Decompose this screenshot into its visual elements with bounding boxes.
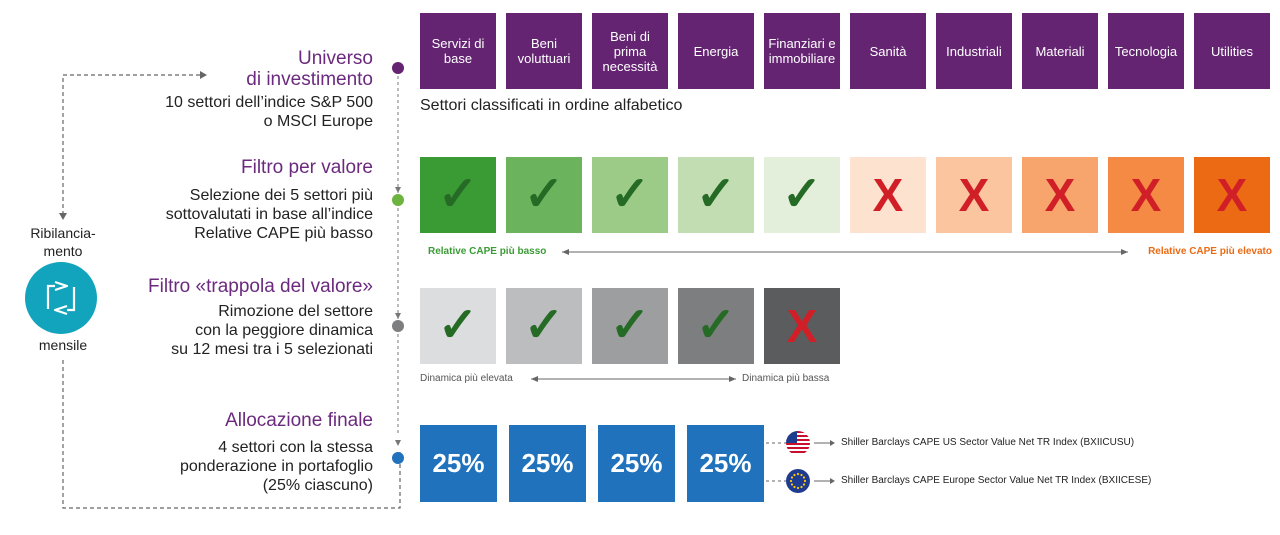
allocation-weight: 25% (610, 448, 663, 478)
sector-tile: Materiali (1022, 13, 1098, 89)
value-filter-dot (392, 194, 404, 206)
rebalancing-label-top: Ribilancia- mento (30, 225, 96, 259)
eu-index-label: Shiller Barclays CAPE Europe Sector Valu… (841, 475, 1152, 486)
value-filter-tile: X (1194, 157, 1270, 233)
value-filter-title: Filtro per valore (241, 157, 373, 178)
universe-dot (392, 62, 404, 74)
universe-note: Settori classificati in ordine alfabetic… (420, 97, 683, 114)
sector-tile: Sanità (850, 13, 926, 89)
value-trap-tile: ✓ (420, 288, 496, 364)
value-filter-description: Selezione dei 5 settori più sottovalutat… (165, 187, 373, 242)
allocation-dot (392, 452, 404, 464)
sector-tile: Tecnologia (1108, 13, 1184, 89)
sector-tile: Finanziari e immobiliare (764, 13, 840, 89)
cross-icon: X (1130, 169, 1162, 221)
value-trap-tile: ✓ (678, 288, 754, 364)
value-filter-tile: ✓ (678, 157, 754, 233)
cross-icon: X (1044, 169, 1076, 221)
value-trap-dot (392, 320, 404, 332)
sector-tile: Utilities (1194, 13, 1270, 89)
check-icon: ✓ (695, 168, 737, 221)
sector-label: Energia (693, 43, 739, 59)
check-icon: ✓ (609, 299, 651, 352)
momentum-high-label: Dinamica più elevata (420, 373, 513, 384)
allocation-tile: 25% (687, 425, 764, 502)
sector-tile: Energia (678, 13, 754, 89)
us-index-label: Shiller Barclays CAPE US Sector Value Ne… (841, 437, 1135, 448)
sector-label: Utilities (1211, 43, 1253, 59)
allocation-weight: 25% (699, 448, 752, 478)
sector-label: Tecnologia (1114, 43, 1178, 59)
sector-label: Servizi di base (431, 36, 485, 66)
rebalancing-loop (59, 71, 401, 509)
value-filter-tile: X (1108, 157, 1184, 233)
value-trap-tile: X (764, 288, 840, 364)
check-icon: ✓ (609, 168, 651, 221)
check-icon: ✓ (781, 168, 823, 221)
eu-flag-icon (786, 469, 810, 493)
rebalancing-icon (25, 262, 97, 334)
allocation-tile: 25% (509, 425, 586, 502)
rebalancing-label-bottom: mensile (38, 337, 88, 353)
value-filter-tile: ✓ (420, 157, 496, 233)
sector-tile: Beni voluttuari (506, 13, 582, 89)
value-filter-tile: ✓ (506, 157, 582, 233)
sector-tile: Industriali (936, 13, 1012, 89)
allocation-description: 4 settori con la stessa ponderazione in … (179, 439, 373, 494)
sector-label: Beni di prima necessità (602, 28, 658, 74)
sector-label: Beni voluttuari (517, 36, 571, 66)
value-filter-tile: ✓ (592, 157, 668, 233)
check-icon: ✓ (523, 168, 565, 221)
value-filter-tile: X (1022, 157, 1098, 233)
universe-title: Universo di investimento (246, 48, 373, 90)
sector-label: Sanità (869, 43, 907, 59)
value-filter-tile: X (936, 157, 1012, 233)
value-filter-tile: ✓ (764, 157, 840, 233)
allocation-title: Allocazione finale (225, 410, 373, 431)
momentum-low-label: Dinamica più bassa (742, 373, 830, 384)
universe-description: 10 settori dell’indice S&P 500 o MSCI Eu… (165, 94, 373, 130)
value-trap-description: Rimozione del settore con la peggiore di… (171, 303, 373, 358)
check-icon: ✓ (437, 299, 479, 352)
axis-high-label: Relative CAPE più elevato (1148, 246, 1272, 257)
check-icon: ✓ (523, 299, 565, 352)
value-trap-tile: ✓ (592, 288, 668, 364)
index-connectors (766, 440, 835, 484)
axis-low-label: Relative CAPE più basso (428, 246, 547, 257)
allocation-tile: 25% (420, 425, 497, 502)
allocation-tile: 25% (598, 425, 675, 502)
relative-cape-axis (562, 249, 1128, 255)
sector-label: Materiali (1035, 43, 1085, 59)
cross-icon: X (872, 169, 904, 221)
check-icon: ✓ (695, 299, 737, 352)
cross-icon: X (958, 169, 990, 221)
allocation-weight: 25% (432, 448, 485, 478)
cross-icon: X (786, 300, 818, 352)
allocation-weight: 25% (521, 448, 574, 478)
sector-tile: Servizi di base (420, 13, 496, 89)
check-icon: ✓ (437, 168, 479, 221)
sector-label: Finanziari e immobiliare (768, 36, 836, 66)
value-filter-tile: X (850, 157, 926, 233)
us-flag-icon (786, 431, 810, 455)
sector-tile: Beni di prima necessità (592, 13, 668, 89)
value-trap-tile: ✓ (506, 288, 582, 364)
momentum-axis (531, 376, 736, 382)
cross-icon: X (1216, 169, 1248, 221)
value-trap-title: Filtro «trappola del valore» (148, 276, 373, 297)
refresh-icon (46, 280, 76, 316)
sector-label: Industriali (946, 43, 1002, 59)
